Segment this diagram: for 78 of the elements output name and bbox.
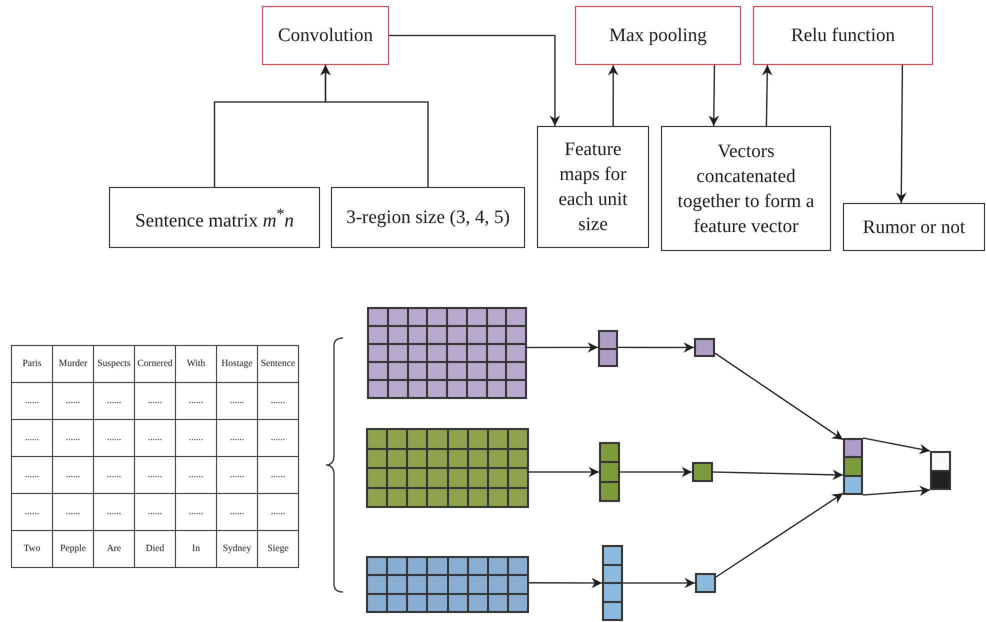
- table-cell: Paris: [12, 346, 52, 382]
- table-cell: ......: [94, 456, 134, 494]
- arrow: [708, 65, 720, 126]
- table-cell: ......: [216, 494, 258, 530]
- table-cell: ......: [176, 420, 216, 456]
- process-box: 3-region size (3, 4, 5): [331, 187, 525, 248]
- vector-column: [930, 451, 951, 490]
- table-cell: ......: [216, 420, 258, 456]
- operation-box: Convolution: [262, 6, 389, 65]
- feature-map-grid: [366, 428, 529, 508]
- table-cell: Murder: [52, 346, 94, 382]
- table-cell: ......: [134, 456, 176, 494]
- table-cell: ......: [176, 494, 216, 530]
- arrow: [714, 352, 844, 440]
- table-cell: ......: [52, 494, 94, 530]
- arrow: [762, 64, 772, 126]
- table-cell: ......: [52, 456, 94, 494]
- process-box: Sentence matrix m$^{*}$n: [109, 187, 320, 248]
- table-cell: Pepple: [52, 530, 94, 568]
- process-box: Feature maps for each unit size: [537, 126, 649, 248]
- table-cell: ......: [12, 420, 52, 456]
- table-cell: Hostage: [216, 346, 258, 382]
- arrow: [712, 470, 844, 480]
- table-cell: In: [176, 530, 216, 568]
- table-cell: ......: [134, 382, 176, 420]
- process-box: Rumor or not: [843, 203, 985, 251]
- feature-map-grid: [367, 307, 527, 399]
- table-cell: ......: [176, 456, 216, 494]
- vector-column: [599, 442, 620, 502]
- table-cell: Sydney: [216, 530, 258, 568]
- arrow: [527, 342, 598, 353]
- process-box: Vectors concatenated together to form a feature vector: [661, 126, 831, 251]
- table-cell: ......: [12, 494, 52, 530]
- arrow: [623, 578, 695, 588]
- table-cell: Sentence: [258, 346, 298, 382]
- pooled-value-square: [694, 338, 715, 357]
- arrow: [618, 342, 694, 353]
- arrow: [608, 65, 618, 126]
- table-cell: ......: [216, 456, 258, 494]
- table-cell: ......: [52, 420, 94, 456]
- arrow: [862, 486, 930, 496]
- arrow: [862, 437, 930, 454]
- table-cell: ......: [94, 420, 134, 456]
- table-cell: ......: [258, 456, 298, 494]
- table-cell: Two: [12, 530, 52, 568]
- arrow: [389, 34, 560, 126]
- table-cell: Are: [94, 530, 134, 568]
- table-cell: Suspects: [94, 346, 134, 382]
- arrow: [716, 492, 844, 578]
- table-cell: Cornered: [134, 346, 176, 382]
- pooled-value-square: [692, 462, 713, 482]
- operation-box: Max pooling: [575, 6, 741, 65]
- vector-column: [602, 545, 623, 621]
- table-cell: ......: [94, 382, 134, 420]
- vector-column: [598, 330, 618, 367]
- arrow: [896, 65, 906, 203]
- table-cell: ......: [216, 382, 258, 420]
- table-cell: ......: [134, 494, 176, 530]
- feature-map-grid: [366, 556, 529, 613]
- table-cell: ......: [258, 420, 298, 456]
- table-cell: ......: [258, 494, 298, 530]
- table-cell: Died: [134, 530, 176, 568]
- operation-box: Relu function: [753, 6, 933, 65]
- table-cell: ......: [258, 382, 298, 420]
- arrow: [620, 466, 692, 478]
- table-cell: ......: [52, 382, 94, 420]
- table-cell: ......: [94, 494, 134, 530]
- table-cell: ......: [12, 382, 52, 420]
- vector-column: [843, 438, 863, 495]
- arrow: [529, 466, 599, 478]
- table-cell: With: [176, 346, 216, 382]
- arrow: [529, 578, 602, 588]
- arrow: [320, 65, 429, 187]
- table-cell: Siege: [258, 530, 298, 568]
- pooled-value-square: [695, 573, 716, 593]
- table-cell: ......: [134, 420, 176, 456]
- table-cell: ......: [12, 456, 52, 494]
- table-cell: ......: [176, 382, 216, 420]
